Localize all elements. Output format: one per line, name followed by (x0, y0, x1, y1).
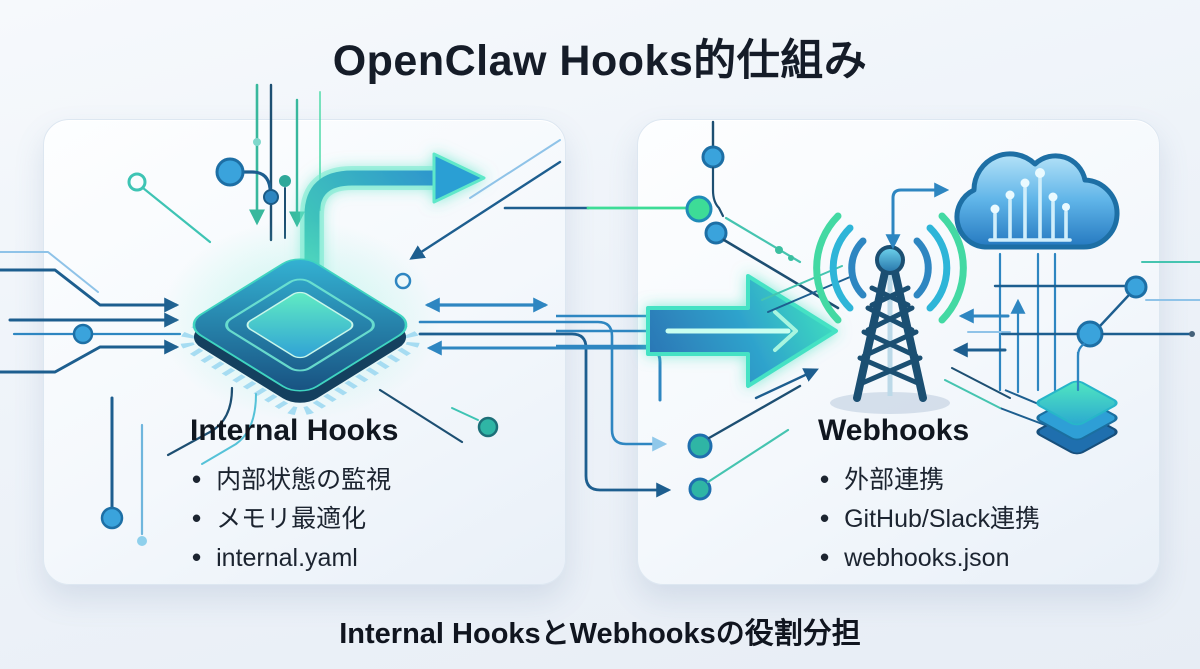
cloud-stems (998, 252, 1057, 394)
webhooks-list: 外部連携 GitHub/Slack連携 webhooks.json (820, 460, 1040, 577)
list-item: webhooks.json (820, 538, 1040, 577)
internal-hooks-heading: Internal Hooks (190, 414, 399, 447)
left-panel-accents (100, 139, 562, 546)
layer-stack-icon (999, 352, 1118, 455)
radio-tower-icon (813, 212, 967, 414)
elbow-arrow-icon (300, 152, 486, 310)
flow-arrow-icon (556, 274, 838, 388)
footer-caption: Internal HooksとWebhooksの役割分担 (339, 618, 861, 650)
page-title: OpenClaw Hooks的仕組み (332, 37, 868, 85)
upper-gap-traces (503, 120, 840, 310)
webhooks-text: Webhooks 外部連携 GitHub/Slack連携 webhooks.js… (818, 414, 1040, 577)
cpu-chip-icon (160, 220, 440, 420)
left-edge-traces (0, 251, 182, 374)
list-item: メモリ最適化 (192, 499, 398, 538)
internal-hooks-list: 内部状態の監視 メモリ最適化 internal.yaml (192, 460, 398, 577)
list-item: 内部状態の監視 (192, 460, 398, 499)
list-item: GitHub/Slack連携 (820, 499, 1040, 538)
cloud-icon (885, 151, 1120, 394)
cloud-tower-arrow (885, 182, 950, 250)
top-left-traces (215, 83, 321, 242)
list-item: internal.yaml (192, 538, 398, 577)
internal-hooks-text: Internal Hooks 内部状態の監視 メモリ最適化 internal.y… (190, 414, 398, 577)
list-item: 外部連携 (820, 460, 1040, 499)
webhooks-heading: Webhooks (818, 414, 970, 447)
right-edge-traces (944, 261, 1200, 409)
